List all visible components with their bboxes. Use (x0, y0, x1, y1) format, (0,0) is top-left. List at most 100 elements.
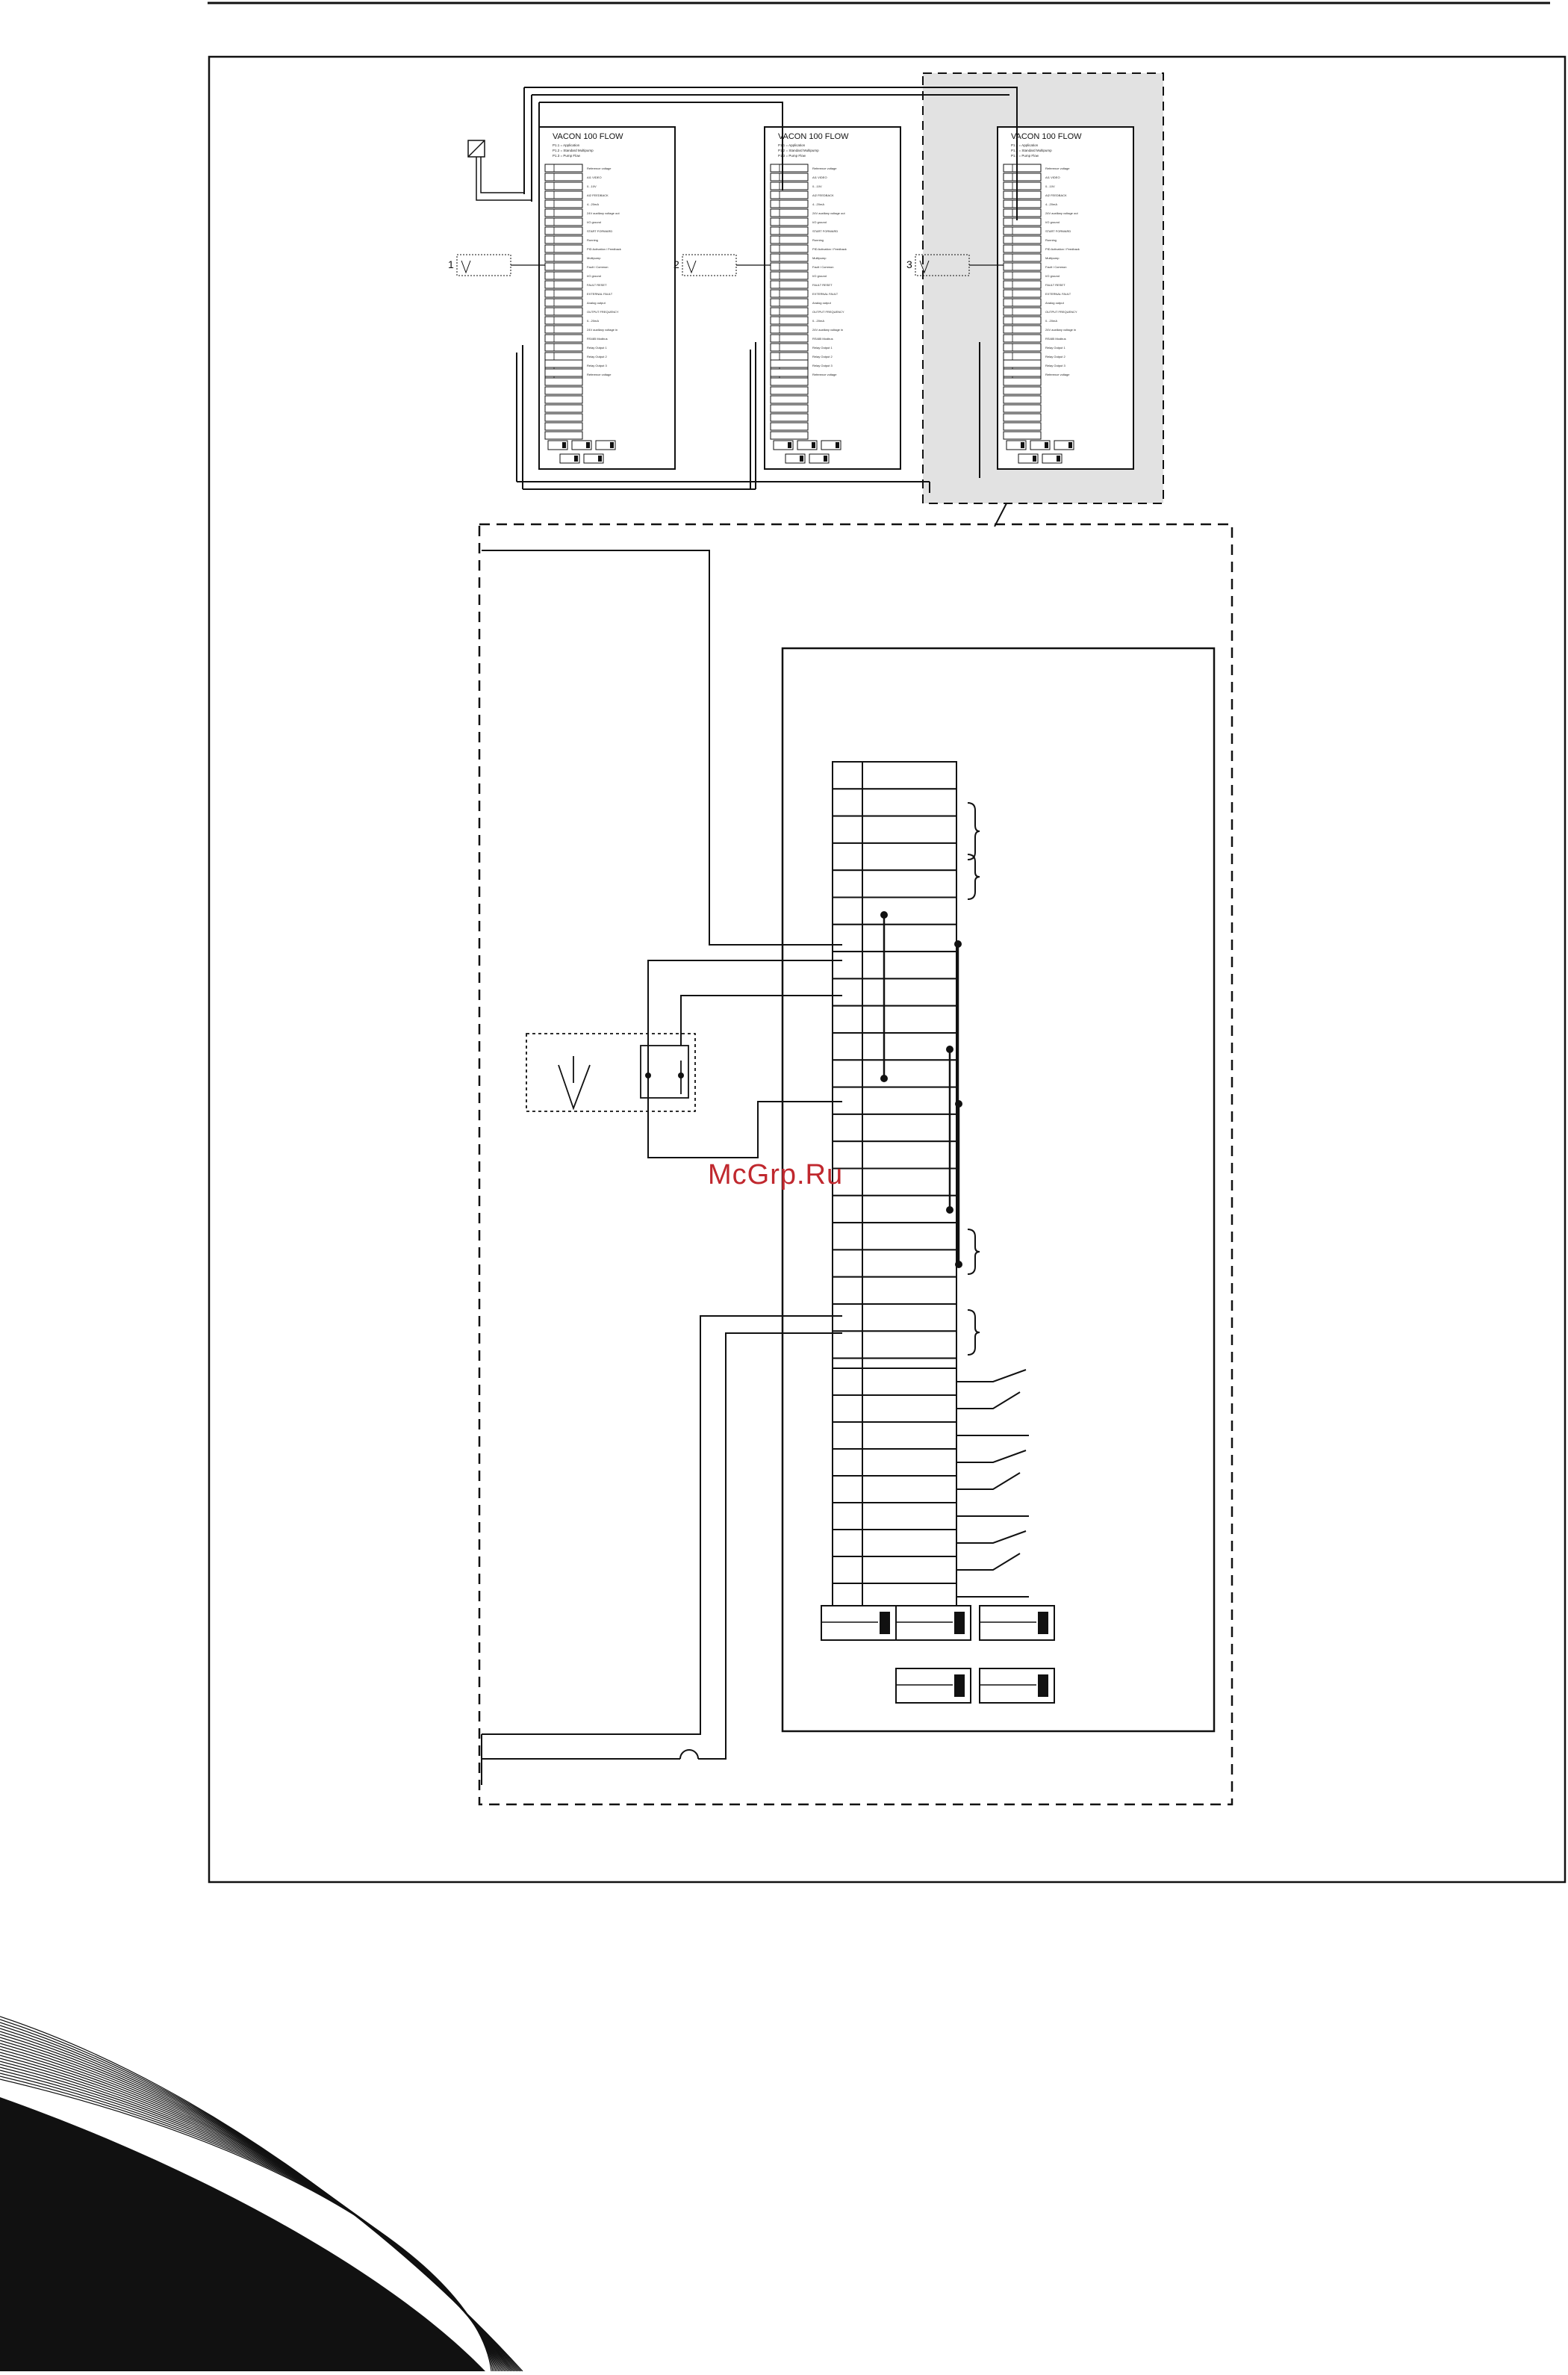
drive-relay-row (1003, 395, 1042, 404)
drive-terminal-desc: AI1 VIDEO (587, 176, 602, 179)
option-modules (821, 1605, 1055, 1704)
drive-terminal-row (1003, 173, 1042, 181)
drive-terminal-row (770, 173, 809, 181)
detail-frame (478, 523, 1233, 1806)
drive-mini-module-indicator (812, 442, 815, 448)
drive-terminal-desc: AI1 VIDEO (812, 176, 827, 179)
drive-title: VACON 100 FLOW (1011, 132, 1082, 141)
drive-terminal-desc: Fault / Common (587, 265, 608, 269)
drive-terminal-row (770, 343, 809, 352)
drive-terminal-row (1003, 343, 1042, 352)
drive-terminal-desc: 24V auxiliary voltage in (812, 328, 843, 332)
drive-terminal-desc: EXTERNAL FAULT (812, 292, 839, 296)
group-sensor-symbol (461, 260, 471, 274)
drive-relay-row (770, 377, 809, 386)
drive-terminal-desc: START FORWARD (587, 229, 612, 233)
drive-terminal-desc: Fault / Common (812, 265, 833, 269)
drive-terminal-row (770, 352, 809, 361)
drive-mini-module-indicator (610, 442, 614, 448)
drive-terminal-desc: Relay Output 2 (812, 355, 833, 358)
drive-mini-module-indicator (1033, 456, 1036, 462)
drive-terminal-row (770, 307, 809, 316)
drive-terminal-desc: START FORWARD (1045, 229, 1071, 233)
drive-terminal-desc: I/O ground (587, 220, 601, 224)
drive-terminal-desc: Relay Output 2 (587, 355, 607, 358)
drive-terminal-desc: Multipump (812, 256, 827, 260)
drive-terminal-row (1003, 280, 1042, 289)
drive-terminal-desc: 24V auxiliary voltage in (1045, 328, 1076, 332)
drive-terminal-desc: PID Activation / Feedback (587, 247, 621, 251)
drive-terminal-row (1003, 253, 1042, 262)
drive-mini-module-indicator (1068, 442, 1072, 448)
drive-terminal-row (544, 226, 583, 235)
drive-terminal-row (544, 199, 583, 208)
group-sensor-symbol (686, 260, 697, 274)
relay-contact-nc (956, 1530, 1027, 1544)
drive-relay-row (544, 368, 583, 377)
drive-terminal-desc: Relay Output 3 (1045, 364, 1065, 367)
drive-relay-row (544, 422, 583, 431)
drive-relay-row (1003, 404, 1042, 413)
drive-terminal-row (1003, 208, 1042, 217)
drive-title: VACON 100 FLOW (778, 132, 849, 141)
drive-info-line: P1.2 = Standard Multipump (1011, 149, 1052, 152)
drive-relay-row (1003, 377, 1042, 386)
drive-terminal-row (770, 226, 809, 235)
terminal-braces (967, 802, 980, 1356)
drive-terminal-row (770, 199, 809, 208)
drive-mini-module-indicator (574, 456, 578, 462)
drive-terminal-desc: 0...20mA (1045, 319, 1057, 323)
io-terminal-row (832, 869, 957, 898)
group-label: 1 (448, 258, 454, 270)
drive-title: VACON 100 FLOW (553, 132, 623, 141)
drive-terminal-desc: AI2 FEEDBACK (812, 193, 834, 197)
option-module-indicator (954, 1612, 965, 1634)
drive-terminal-row (1003, 235, 1042, 244)
jumper-dots (880, 911, 962, 1268)
group-label: 3 (906, 258, 912, 270)
drive-relay-row (770, 395, 809, 404)
drive-terminal-desc: Multipump (1045, 256, 1060, 260)
drive-terminal-row (770, 190, 809, 199)
drive-terminal-desc: 0...20mA (587, 319, 599, 323)
drive-terminal-desc: Analog output (812, 301, 832, 305)
drive-relay-row (770, 431, 809, 440)
io-terminal-row (832, 978, 957, 1007)
io-terminal-row (832, 1032, 957, 1061)
drive-terminal-desc: 4...20mA (1045, 202, 1057, 206)
corner-swoosh-graphic (0, 2016, 523, 2372)
drive-relay-row (544, 404, 583, 413)
drive-terminal-desc: Running (812, 238, 824, 242)
drive-info-line: P1.1 = Application (553, 143, 580, 147)
drive-relay-row (544, 377, 583, 386)
relay-contact-nc (956, 1450, 1027, 1463)
drive-mini-module-indicator (1021, 442, 1024, 448)
drive-terminal-row (770, 253, 809, 262)
drive-relay-row (544, 431, 583, 440)
drive-terminal-desc: Reference voltage (1045, 167, 1070, 170)
drive-terminal-desc: Relay Output 3 (812, 364, 833, 367)
drive-info-line: P1.3 = Pump Flow (778, 154, 806, 158)
drive-terminal-row (1003, 307, 1042, 316)
drive-info-line: P1.1 = Application (778, 143, 806, 147)
drive-terminal-row (1003, 164, 1042, 173)
drive-terminal-desc: 4...20mA (812, 202, 824, 206)
drive-terminal-row (1003, 289, 1042, 298)
io-terminal-row (832, 923, 957, 953)
outer-frame (208, 55, 1567, 1884)
drive-terminal-row (770, 181, 809, 190)
drive-terminal-row (1003, 271, 1042, 280)
relay-terminal-row (832, 1421, 957, 1450)
drive-terminal-row (1003, 181, 1042, 190)
drive-terminal-row (544, 334, 583, 343)
drive-terminal-row (770, 316, 809, 325)
drive-terminal-desc: Reference voltage (812, 167, 837, 170)
drive-terminal-row (1003, 316, 1042, 325)
io-terminal-row (832, 1222, 957, 1251)
drive-terminal-row (544, 208, 583, 217)
drive-terminal-row (1003, 226, 1042, 235)
